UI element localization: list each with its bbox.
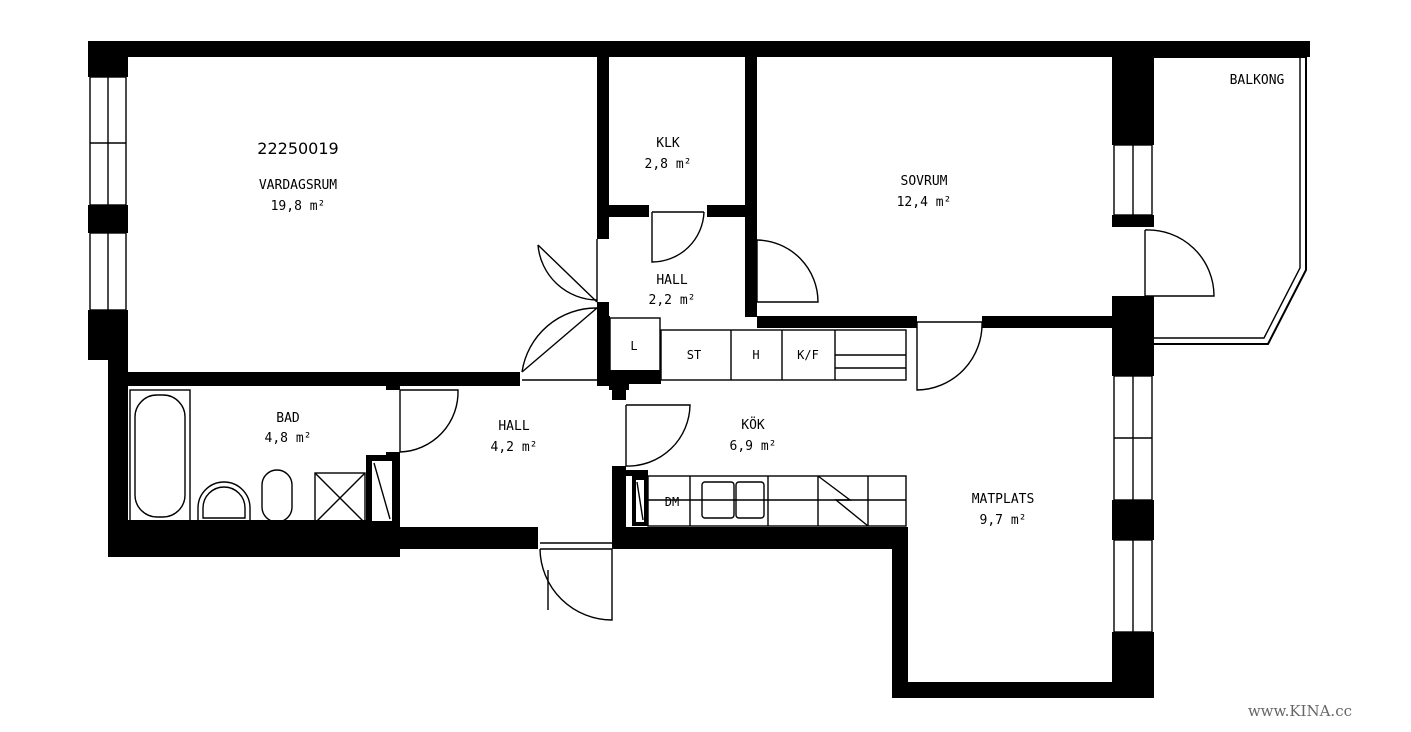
- room-name-matplats: MATPLATS: [972, 492, 1035, 507]
- interior-walls: [128, 57, 1112, 549]
- room-name-hall-upper: HALL: [656, 273, 687, 288]
- room-name-vardagsrum: VARDAGSRUM: [259, 178, 337, 193]
- fixture-storage: ST: [687, 348, 701, 362]
- kitchen-lower-counter: [632, 475, 907, 527]
- watermark: www.KINA.cc: [1248, 702, 1352, 720]
- windows-right: [1113, 144, 1153, 633]
- room-name-kok: KÖK: [741, 416, 765, 433]
- room-name-bad: BAD: [276, 411, 300, 426]
- room-area-bad: 4,8 m²: [265, 431, 312, 446]
- bathroom-fixtures: [129, 389, 400, 527]
- room-name-sovrum: SOVRUM: [901, 174, 948, 189]
- plan-id: 22250019: [257, 139, 338, 158]
- kitchen-upper-counter: [609, 317, 907, 381]
- room-area-hall-lower: 4,2 m²: [491, 440, 538, 455]
- balcony-outline: [1154, 41, 1310, 345]
- room-area-vardagsrum: 19,8 m²: [271, 199, 326, 214]
- room-name-balkong: BALKONG: [1230, 73, 1285, 88]
- windows-left: [89, 76, 127, 311]
- room-area-matplats: 9,7 m²: [980, 513, 1027, 528]
- room-area-klk: 2,8 m²: [645, 157, 692, 172]
- fixture-h: H: [752, 348, 759, 362]
- fixture-kf: K/F: [797, 348, 819, 362]
- room-area-kok: 6,9 m²: [730, 439, 777, 454]
- doors: [399, 211, 1215, 621]
- outer-walls: [88, 41, 1310, 698]
- room-name-klk: KLK: [656, 136, 680, 151]
- room-area-sovrum: 12,4 m²: [897, 195, 952, 210]
- fixture-linen: L: [630, 339, 637, 353]
- room-area-hall-upper: 2,2 m²: [649, 293, 696, 308]
- fixture-dishwasher: DM: [665, 495, 679, 509]
- room-name-hall-lower: HALL: [498, 419, 529, 434]
